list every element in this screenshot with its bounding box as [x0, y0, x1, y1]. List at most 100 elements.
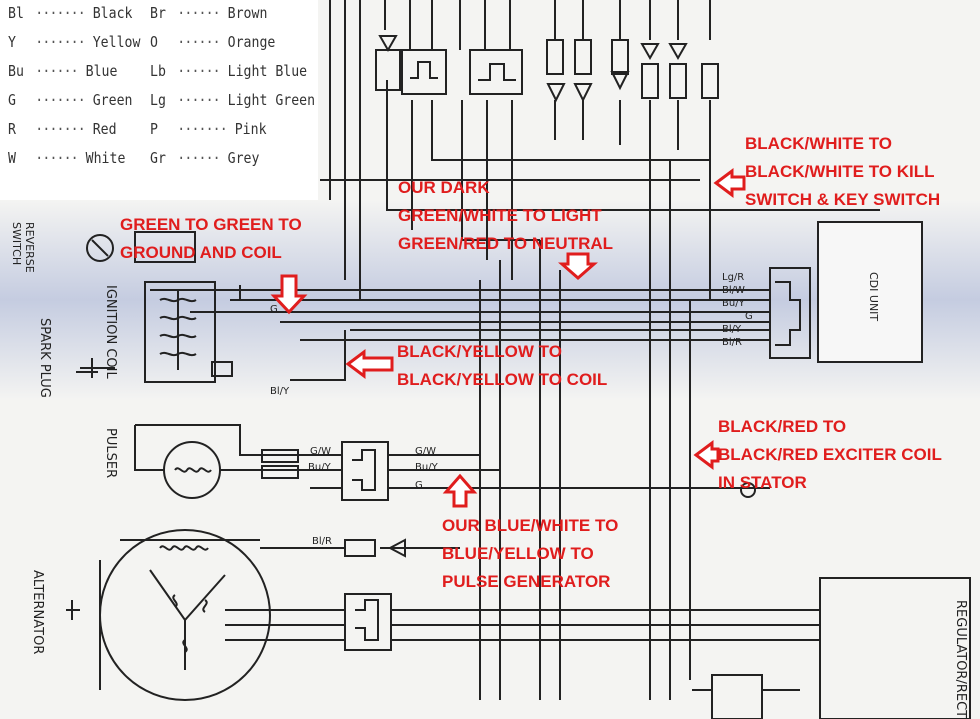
annotation-line: BLACK/YELLOW TO — [397, 342, 562, 361]
legend-dots: ······· — [35, 33, 85, 51]
legend-entry: Br ······ Brown — [150, 4, 267, 22]
annotation-line: GREEN/RED TO NEUTRAL — [398, 234, 614, 253]
cdi-unit-label: CDI UNIT — [867, 272, 880, 322]
arrow-left-kill — [713, 168, 746, 198]
alternator-area — [66, 529, 971, 719]
arrow-left-coil — [345, 349, 394, 379]
annotation-line: GREEN TO GREEN TO — [120, 215, 302, 234]
legend-color-name: Brown — [227, 4, 268, 22]
legend-entry: Gr ······ Grey — [150, 149, 259, 167]
pulser-wire-label: G/W — [415, 446, 437, 457]
annotation-line: BLACK/WHITE TO — [745, 134, 893, 153]
annotation-neutral: OUR DARK GREEN/WHITE TO LIGHT GREEN/RED … — [398, 174, 613, 258]
legend-dots: ······ — [177, 91, 220, 109]
ignition-coil-label: IGNITION COIL — [103, 285, 118, 379]
legend-entry: R ······· Red — [8, 120, 117, 138]
alternator-label: ALTERNATOR — [30, 570, 45, 655]
coil-area — [76, 231, 241, 383]
legend-entry: Bu ······ Blue — [8, 62, 117, 80]
arrow-down-green — [270, 274, 308, 315]
legend-code: G — [8, 91, 16, 109]
cdi-wire-label: Lg/R — [722, 272, 745, 283]
annotation-line: BLUE/YELLOW TO — [442, 544, 594, 563]
arrow-left-exciter — [693, 440, 720, 470]
spark-plug-label: SPARK PLUG — [37, 318, 52, 398]
legend-color-name: Light Green — [227, 91, 316, 109]
annotation-line: PULSE GENERATOR — [442, 572, 611, 591]
legend-code: Gr — [150, 149, 166, 167]
cdi-wire-label: G — [745, 311, 753, 322]
annotation-green-ground: GREEN TO GREEN TO GROUND AND COIL — [120, 211, 302, 267]
legend-color-name: Black — [92, 4, 133, 22]
annotation-coil-yellow: BLACK/YELLOW TO BLACK/YELLOW TO COIL — [397, 338, 607, 394]
coil-wire-label: Bl/Y — [270, 386, 290, 397]
legend-color-name: Green — [92, 91, 133, 109]
regulator-label: REGULATOR/RECT — [953, 600, 968, 719]
coil-wire-label: G — [270, 304, 278, 315]
pulser-wire-label: G/W — [310, 446, 332, 457]
annotation-line: BLACK/YELLOW TO COIL — [397, 370, 608, 389]
annotation-line: BLACK/WHITE TO KILL — [745, 162, 935, 181]
legend-code: O — [150, 33, 158, 51]
legend-dots: ······ — [177, 62, 220, 80]
legend-color-name: White — [85, 149, 126, 167]
main-harness — [150, 150, 770, 700]
legend-code: Br — [150, 4, 166, 22]
pulser-wire-label: Bu/Y — [308, 462, 331, 473]
legend-color-name: Red — [92, 120, 117, 138]
cdi-wire-label: Bl/R — [722, 337, 742, 348]
legend-dots: ······ — [177, 4, 220, 22]
annotation-line: GROUND AND COIL — [120, 243, 282, 262]
cdi-unit — [769, 221, 923, 363]
arrow-up-pulser — [442, 473, 478, 508]
legend-dots: ······· — [35, 4, 85, 22]
annotation-line: OUR BLUE/WHITE TO — [442, 516, 619, 535]
legend-entry: W ······ White — [8, 149, 125, 167]
red-arrows — [270, 168, 746, 508]
top-connector-row — [329, 0, 880, 300]
annotation-line: BLACK/RED EXCITER COIL — [718, 445, 942, 464]
annotation-kill-switch: BLACK/WHITE TO BLACK/WHITE TO KILL SWITC… — [745, 130, 940, 214]
legend-color-name: Light Blue — [227, 62, 308, 80]
annotation-line: GREEN/WHITE TO LIGHT — [398, 206, 602, 225]
legend-dots: ······ — [177, 149, 220, 167]
annotation-line: SWITCH & KEY SWITCH — [745, 190, 941, 209]
pulser-area — [134, 424, 770, 501]
legend-dots: ······· — [35, 120, 85, 138]
legend-code: Lg — [150, 91, 166, 109]
legend-entry: G ······· Green — [8, 91, 132, 109]
legend-color-name: Yellow — [92, 33, 141, 51]
legend-code: W — [8, 149, 16, 167]
pulser-label: PULSER — [103, 428, 118, 479]
annotation-line: IN STATOR — [718, 473, 807, 492]
legend-code: P — [150, 120, 158, 138]
legend-dots: ······· — [177, 120, 227, 138]
legend-code: Lb — [150, 62, 166, 80]
legend-color-name: Blue — [85, 62, 118, 80]
color-legend: Bl ······· Black Br ······ Brown Y ·····… — [0, 0, 318, 200]
cdi-wire-label: Bu/Y — [722, 298, 745, 309]
reverse-switch-label: REVERSE SWITCH — [10, 222, 36, 273]
annotation-line: OUR DARK — [398, 178, 490, 197]
legend-entry: O ······ Orange — [150, 33, 275, 51]
legend-code: Bu — [8, 62, 24, 80]
pulser-wire-label: G — [415, 480, 423, 491]
annotation-pulse-gen: OUR BLUE/WHITE TO BLUE/YELLOW TO PULSE G… — [442, 512, 618, 596]
legend-code: Bl — [8, 4, 24, 22]
cdi-wire-label: Bl/Y — [722, 324, 742, 335]
alternator-wire-label: Bl/R — [312, 536, 332, 547]
legend-dots: ······ — [35, 62, 78, 80]
legend-dots: ······· — [35, 91, 85, 109]
legend-entry: Y ······· Yellow — [8, 33, 140, 51]
legend-color-name: Grey — [227, 149, 260, 167]
legend-color-name: Orange — [227, 33, 276, 51]
cdi-wire-label: Bl/W — [722, 285, 745, 296]
annotation-exciter: BLACK/RED TO BLACK/RED EXCITER COIL IN S… — [718, 413, 942, 497]
legend-entry: Lb ······ Light Blue — [150, 62, 307, 80]
legend-entry: P ······· Pink — [150, 120, 267, 138]
annotation-line: BLACK/RED TO — [718, 417, 847, 436]
legend-code: Y — [8, 33, 16, 51]
legend-dots: ······ — [177, 33, 220, 51]
